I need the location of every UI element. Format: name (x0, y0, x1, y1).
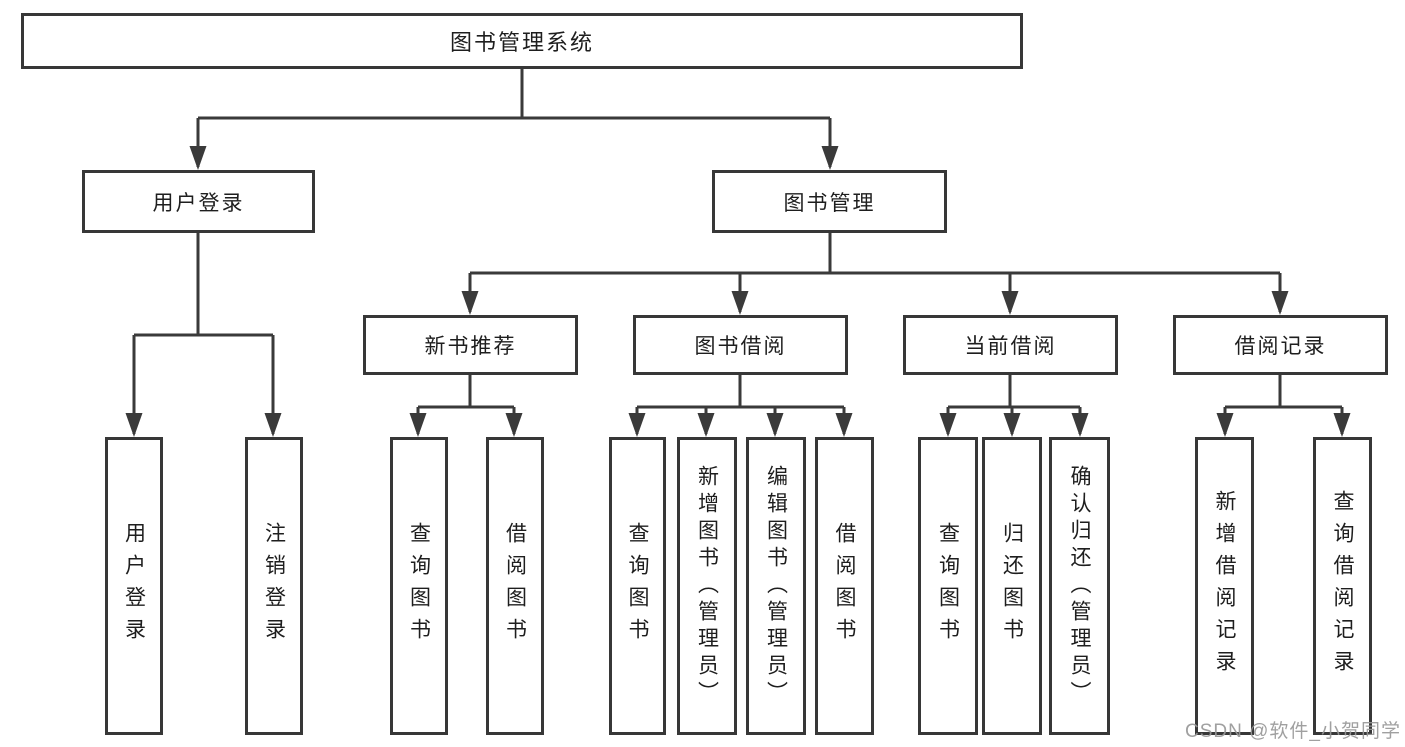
node-label: 新增图书（管理员） (695, 464, 719, 708)
node-label: 查询图书 (936, 522, 960, 650)
node-label: 借阅图书 (833, 522, 856, 650)
node-label: 用户登录 (152, 191, 245, 215)
node-leaf-query-books: 查询图书 (609, 437, 666, 735)
csdn-watermark: CSDN @软件_小贺同学 (1185, 721, 1401, 742)
edge-lines (134, 69, 1342, 409)
node-label: 归还图书 (1000, 522, 1024, 650)
node-label: 新书推荐 (424, 335, 517, 358)
node-current-borrowing: 当前借阅 (903, 315, 1118, 375)
node-label: 确认归还（管理员） (1068, 464, 1091, 708)
node-label: 查询借阅记录 (1331, 490, 1354, 682)
node-label: 用户登录 (122, 522, 146, 650)
node-leaf-confirm-return-admin: 确认归还（管理员） (1049, 437, 1110, 735)
node-label: 借阅记录 (1234, 335, 1327, 358)
node-new-book-recommend: 新书推荐 (363, 315, 578, 375)
node-label: 借阅图书 (503, 522, 527, 650)
edge-arrows (125, 118, 1351, 437)
node-label: 图书管理 (783, 191, 876, 215)
node-leaf-borrow-books-recommend: 借阅图书 (486, 437, 544, 735)
node-label: 注销登录 (262, 522, 286, 650)
node-label: 编辑图书（管理员） (764, 464, 788, 708)
node-book-management: 图书管理 (712, 170, 947, 233)
node-label: 查询图书 (407, 522, 431, 650)
node-leaf-user-login: 用户登录 (105, 437, 163, 735)
node-borrow-records: 借阅记录 (1173, 315, 1388, 375)
node-label: 查询图书 (626, 522, 649, 650)
node-leaf-logout: 注销登录 (245, 437, 303, 735)
node-leaf-edit-books-admin: 编辑图书（管理员） (746, 437, 806, 735)
node-leaf-borrow-books: 借阅图书 (815, 437, 874, 735)
node-leaf-add-books-admin: 新增图书（管理员） (677, 437, 737, 735)
node-leaf-return-books: 归还图书 (982, 437, 1042, 735)
node-system-root: 图书管理系统 (21, 13, 1023, 69)
node-label: 当前借阅 (964, 335, 1057, 358)
node-leaf-query-books-current: 查询图书 (918, 437, 978, 735)
node-leaf-query-books-recommend: 查询图书 (390, 437, 448, 735)
node-leaf-add-borrow-record: 新增借阅记录 (1195, 437, 1254, 735)
node-label: 图书借阅 (694, 335, 787, 358)
node-book-borrowing: 图书借阅 (633, 315, 848, 375)
node-leaf-query-borrow-record: 查询借阅记录 (1313, 437, 1372, 735)
node-label: 图书管理系统 (449, 30, 594, 55)
node-user-login: 用户登录 (82, 170, 315, 233)
node-label: 新增借阅记录 (1213, 490, 1236, 682)
